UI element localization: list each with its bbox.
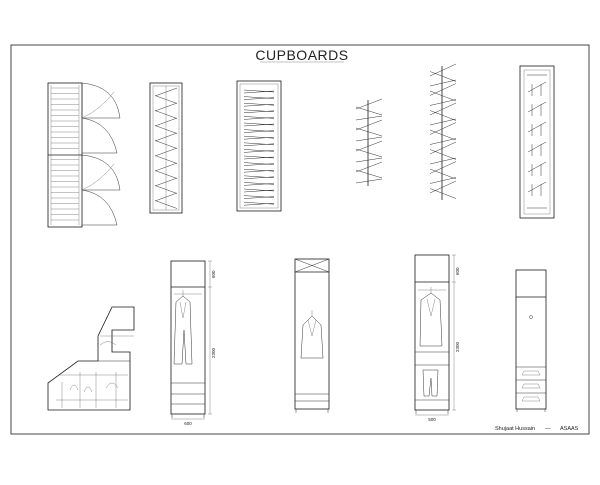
plan-folded-clothes [236,80,282,212]
author-separator: — [545,426,551,432]
dim-height-left: 2300 [211,347,216,358]
dim-top-left: 600 [211,270,216,278]
company-name: ASAAS [560,426,579,432]
elevation-open-jacket [294,258,330,413]
dim-height-right: 2300 [455,341,460,352]
elevation-wardrobe-jacket: 600 2300 600 [170,260,216,426]
dim-width-left: 600 [184,421,192,426]
plan-hanger-rail-2 [429,63,457,200]
author-name: Shujaat Hussain [495,426,535,432]
elevation-narrow-cabinet [515,269,547,412]
elevation-wardrobe-pants: 600 2300 500 [414,254,460,422]
sheet-border [10,44,590,435]
elevation-corner-cupboard [47,306,135,411]
dim-top-right: 600 [455,267,460,275]
plan-hanger-rail-1 [355,98,383,186]
plan-shelves [519,65,555,219]
plan-hangers-1 [149,82,183,214]
plan-cupboard-doors [47,82,121,228]
sheet-title: CUPBOARDS [255,47,348,63]
dim-width-right: 500 [428,417,436,422]
